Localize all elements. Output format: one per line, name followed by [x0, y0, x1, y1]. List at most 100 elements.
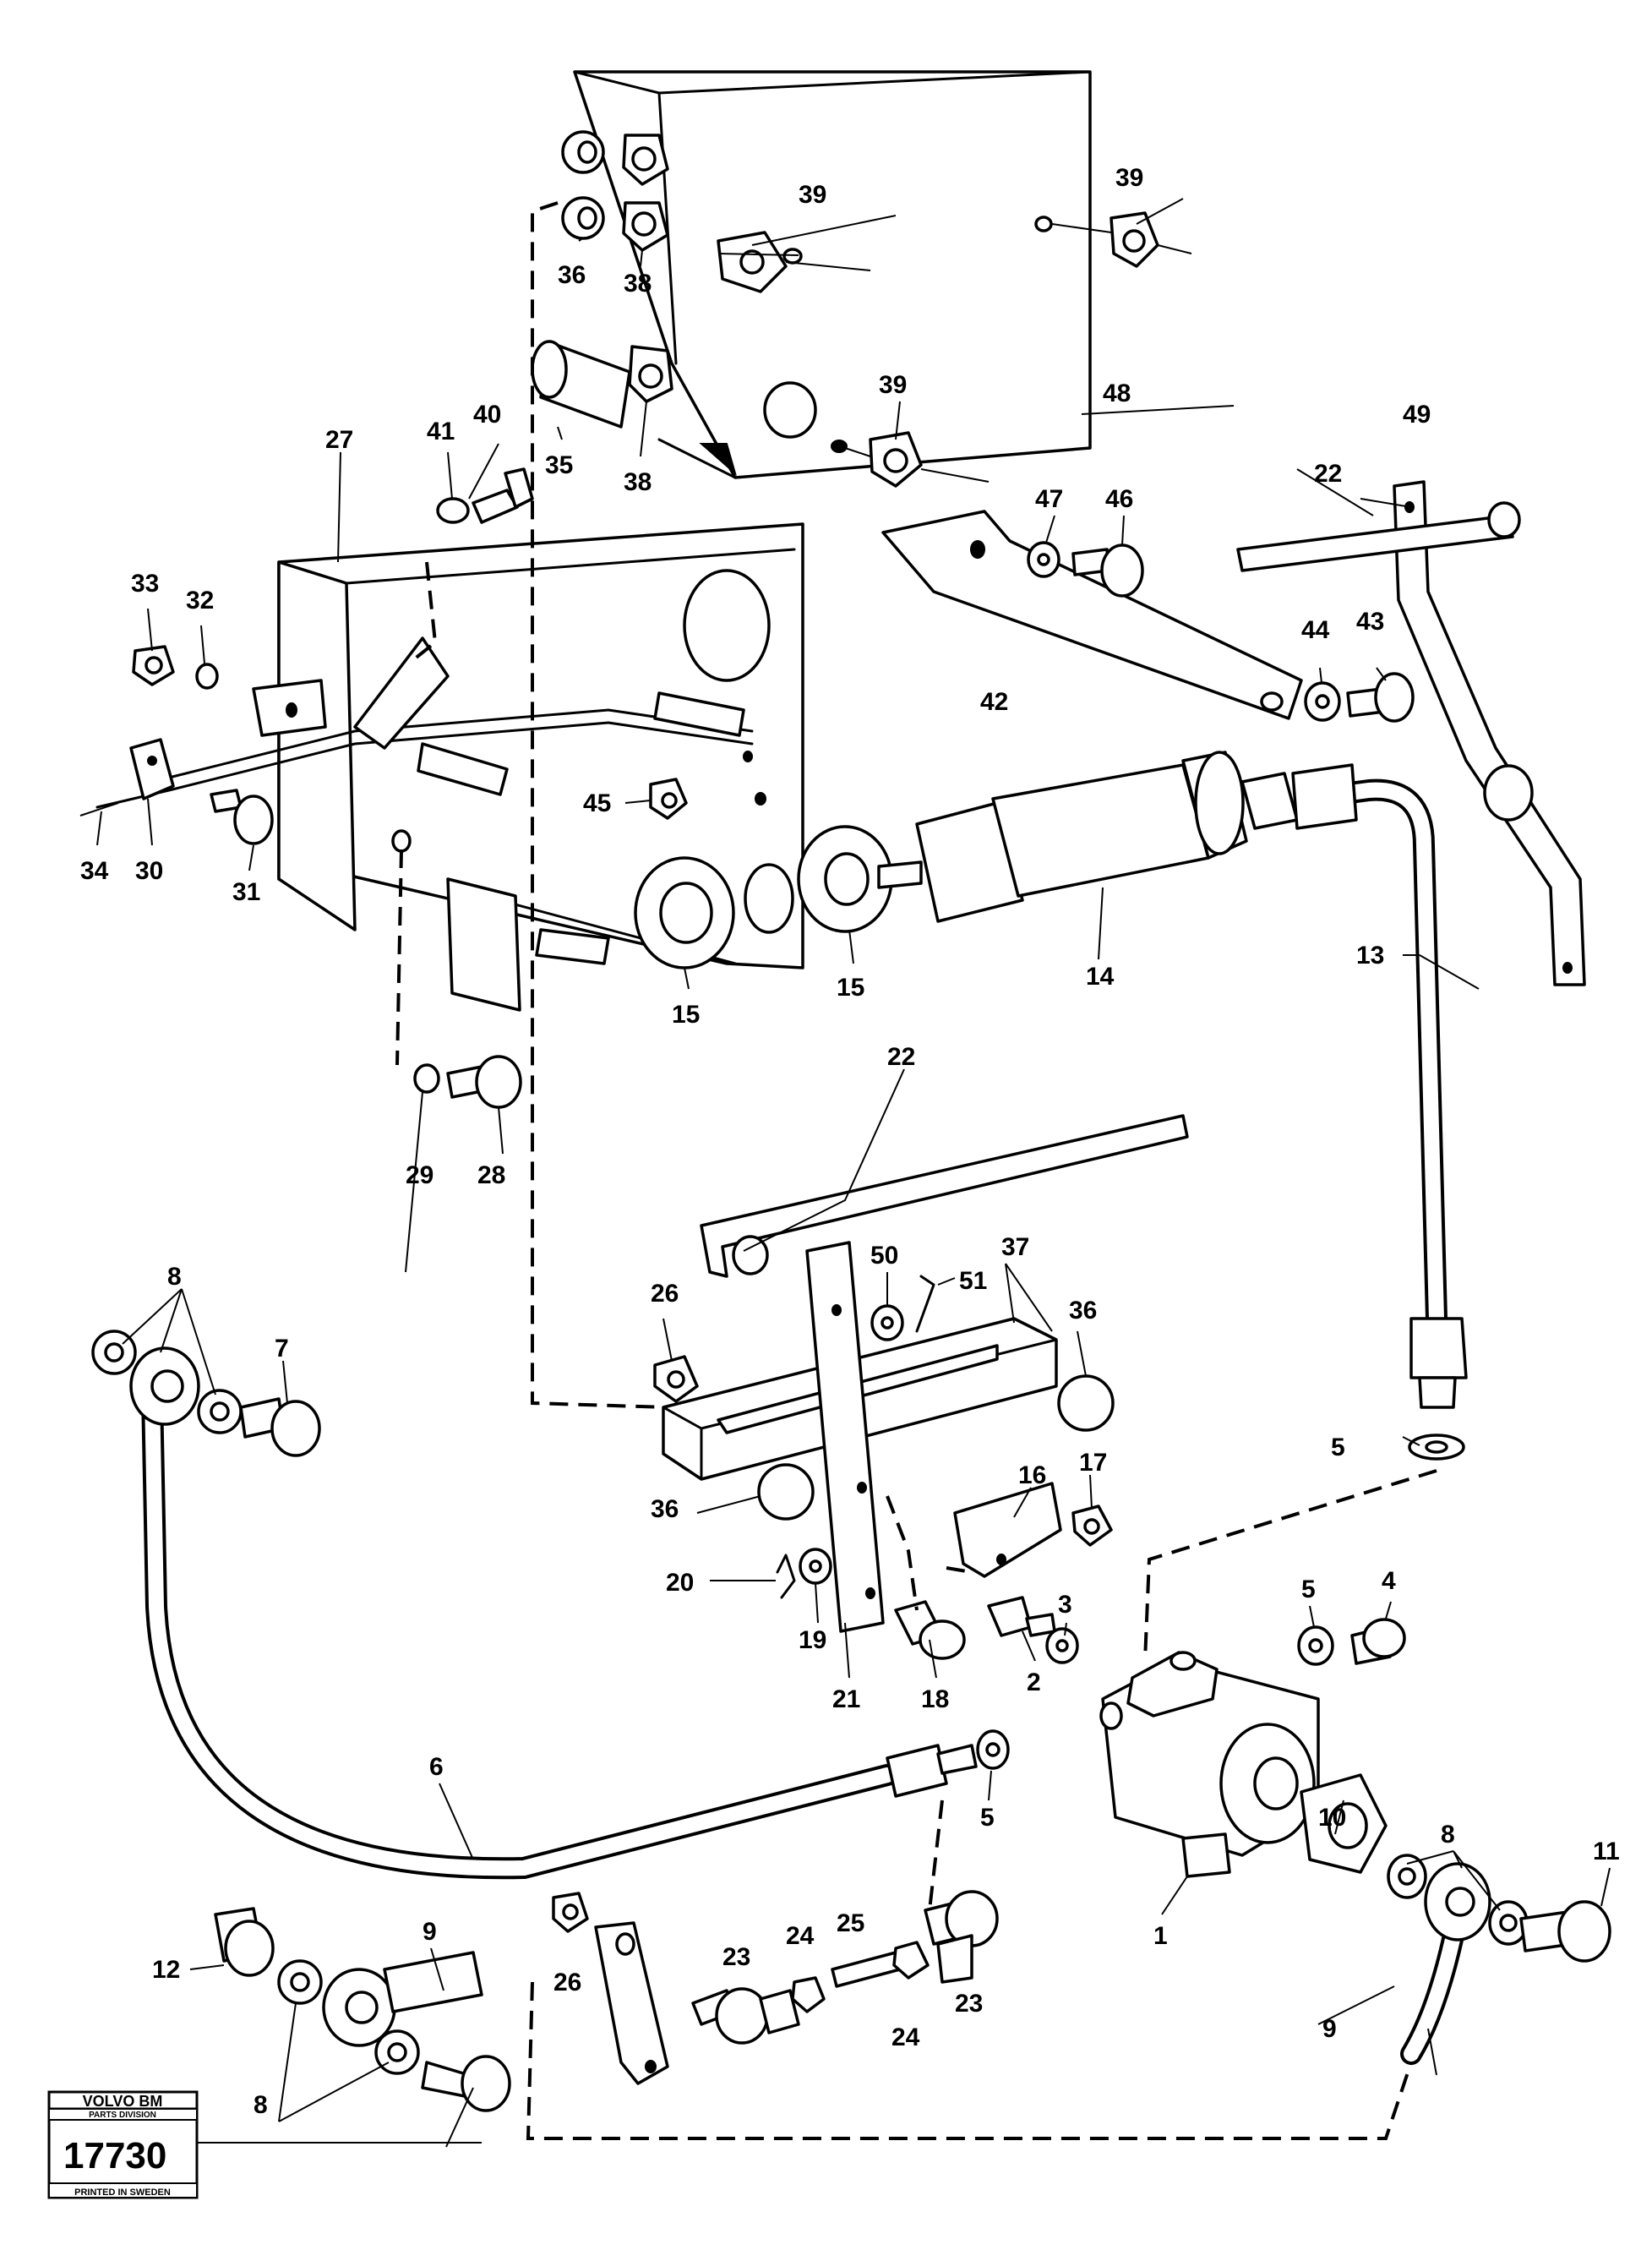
stamp-printed: PRINTED IN SWEDEN: [74, 2187, 171, 2198]
callout-14: 14: [1086, 963, 1115, 991]
callout-46: 46: [1105, 485, 1133, 513]
washer-44: [1304, 681, 1341, 722]
callout-29: 29: [406, 1161, 433, 1189]
callout-18: 18: [921, 1685, 949, 1713]
callout-22: 22: [1314, 460, 1342, 488]
callout-7: 7: [275, 1335, 289, 1363]
callout-11: 11: [1593, 1838, 1620, 1865]
spacer-36-b: [561, 196, 605, 240]
callout-40: 40: [473, 401, 501, 429]
spacer-36-d: [757, 1463, 815, 1521]
hose-6: [141, 1384, 978, 1880]
callout-43: 43: [1356, 608, 1384, 636]
callout-36: 36: [558, 261, 586, 289]
bolt-2: [987, 1596, 1056, 1637]
ball-joint-23-b: [924, 1890, 999, 1984]
nut-26-a: [653, 1355, 699, 1403]
callout-17: 17: [1079, 1449, 1107, 1477]
pin-51: [915, 1275, 935, 1333]
dashed-guides: [395, 201, 1437, 2140]
callout-5: 5: [980, 1804, 995, 1832]
callout-4: 4: [1382, 1567, 1396, 1595]
washer-47: [1027, 541, 1060, 578]
callout-28: 28: [477, 1161, 505, 1189]
nut-39-b: [1110, 211, 1159, 268]
link-49: [1393, 480, 1586, 986]
callout-5: 5: [1331, 1434, 1345, 1461]
callout-23: 23: [955, 1990, 983, 2018]
bolt-40-washer-41: [436, 467, 534, 524]
callout-44: 44: [1301, 616, 1330, 644]
callout-39: 39: [879, 371, 907, 399]
callout-36: 36: [651, 1495, 679, 1523]
callout-31: 31: [232, 878, 260, 906]
callout-35: 35: [545, 451, 573, 479]
plug-4: [1350, 1618, 1406, 1665]
stamp-division: PARTS DIVISION: [89, 2111, 156, 2120]
callout-30: 30: [135, 857, 163, 885]
callout-16: 16: [1018, 1461, 1046, 1489]
callout-38: 38: [624, 270, 652, 298]
nut-24-b: [892, 1941, 930, 1980]
bolt-31: [210, 789, 274, 845]
lever-21: [805, 1241, 885, 1633]
small-parts-left: [129, 645, 522, 1109]
callout-15: 15: [837, 974, 864, 1002]
leader-lines: [96, 198, 1611, 2148]
nut-38-b: [622, 201, 669, 252]
nut-26-b: [552, 1892, 589, 1933]
callouts: 1 2 3 4 5 5 5 6 7 8 8 8 9 9 10 11 11 12 …: [80, 164, 1620, 2157]
volvo-parts-stamp: VOLVO BM PARTS DIVISION 17730 PRINTED IN…: [47, 2090, 199, 2199]
nut-15-a: [634, 856, 735, 969]
nut-24-a: [791, 1976, 826, 2013]
rod-22-middle: [700, 1114, 1189, 1278]
callout-50: 50: [870, 1242, 898, 1270]
spacer-35: [531, 340, 631, 429]
bolt-46: [1071, 543, 1144, 598]
rod-22-top: [1236, 501, 1521, 572]
stamp-brand: VOLVO BM: [83, 2093, 163, 2110]
washer-3: [1045, 1627, 1079, 1664]
bolt-28: [446, 1055, 522, 1109]
callout-37: 37: [1001, 1233, 1029, 1261]
nut-17: [1071, 1505, 1113, 1547]
washer-29: [413, 1063, 440, 1094]
callout-25: 25: [837, 1909, 864, 1937]
callout-3: 3: [1058, 1591, 1072, 1619]
banjo-bottom-left: [214, 1907, 511, 2112]
callout-10: 10: [1318, 1804, 1346, 1832]
nut-45: [649, 778, 688, 820]
callout-33: 33: [131, 570, 159, 598]
banjo-top-left: [91, 1330, 321, 1457]
brake-cylinder-14: [877, 751, 1299, 923]
arm-26: [594, 1921, 669, 2085]
nut-38-top: [622, 134, 669, 186]
callout-2: 2: [1027, 1668, 1041, 1696]
pin-20: [776, 1554, 796, 1599]
callout-27: 27: [325, 426, 353, 454]
brake-valve-1: [1099, 1651, 1320, 1878]
studs: [417, 691, 745, 965]
washer-19: [799, 1548, 832, 1585]
callout-48: 48: [1103, 380, 1131, 407]
callout-13: 13: [1356, 942, 1384, 969]
callout-26: 26: [553, 1969, 581, 1996]
hose-9-right: [1400, 1925, 1464, 2065]
stamp-number: 17730: [63, 2135, 166, 2176]
spacer-36-top: [561, 130, 605, 174]
spacers-and-nuts-upper: [531, 130, 1192, 488]
lever-42: [881, 510, 1303, 720]
callout-34: 34: [80, 857, 109, 885]
washer-5-c: [976, 1729, 1010, 1770]
callout-41: 41: [427, 418, 455, 445]
nut-33: [132, 645, 175, 686]
main-bracket: [252, 522, 804, 1012]
callout-47: 47: [1035, 485, 1063, 513]
washer-50: [870, 1304, 904, 1341]
callout-20: 20: [666, 1569, 694, 1597]
washer-5-b: [1297, 1625, 1334, 1666]
callout-8: 8: [254, 2091, 268, 2119]
nut-10: [1300, 1773, 1388, 1874]
upper-bracket: [573, 70, 1092, 479]
